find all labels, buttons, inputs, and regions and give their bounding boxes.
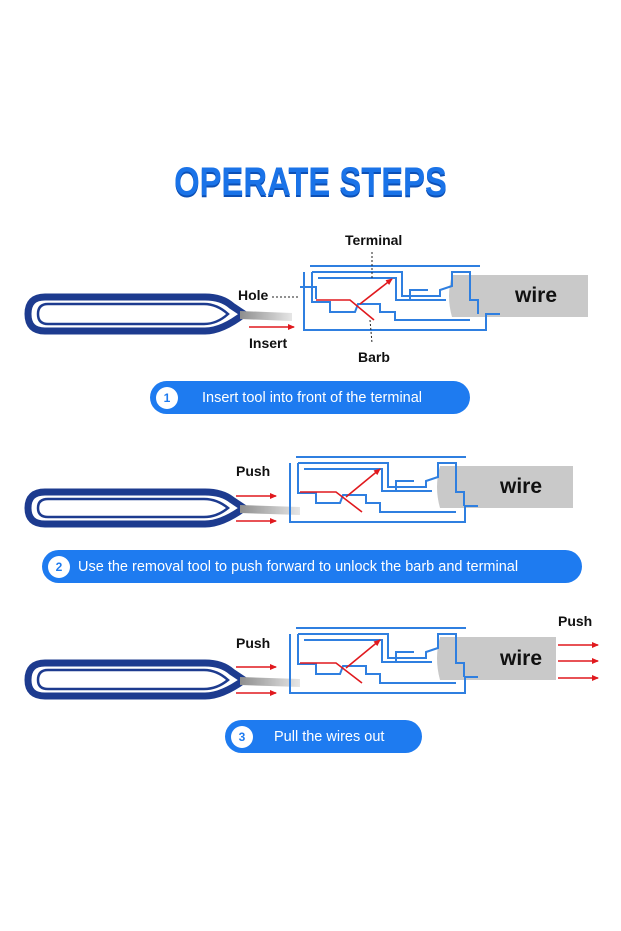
step-1-banner: 1 Insert tool into front of the terminal [150,381,470,414]
step-2-banner: 2 Use the removal tool to push forward t… [42,550,582,583]
page-title: OPERATE STEPS [174,160,447,204]
wire-icon: wire [437,637,556,680]
removal-tool-icon [24,293,292,335]
hole-label: Hole [238,287,269,303]
step2-diagram: wire Push [24,456,573,528]
step-text: Insert tool into front of the terminal [202,389,423,406]
removal-tool-icon [24,659,300,700]
pull-push-label: Push [558,613,592,629]
wire-icon: wire [449,275,588,317]
step-text: Pull the wires out [274,728,385,745]
step-number-badge: 3 [231,725,253,748]
terminal-housing-icon [300,265,500,331]
wire-icon: wire [437,466,573,508]
step-number-badge: 1 [156,386,178,409]
wire-label: wire [514,284,557,307]
terminal-housing-icon [289,627,478,694]
push-label: Push [236,635,270,651]
push-label: Push [236,463,270,479]
removal-tool-icon [24,488,300,528]
step-number-badge: 2 [48,555,70,578]
terminal-label: Terminal [345,232,402,248]
barb-mechanism [300,639,381,684]
barb-label: Barb [358,349,390,365]
insert-label: Insert [249,335,287,351]
terminal-housing-icon [289,456,478,523]
step1-diagram: wire Terminal Hole Insert Barb [24,232,588,365]
step-3-banner: 3 Pull the wires out [225,720,422,753]
wire-label: wire [499,475,542,498]
barb-mechanism [316,278,393,321]
wire-label: wire [499,647,542,670]
step-text: Use the removal tool to push forward to … [78,558,519,575]
barb-mechanism [300,468,381,513]
step3-diagram: wire Push Push [24,613,599,700]
